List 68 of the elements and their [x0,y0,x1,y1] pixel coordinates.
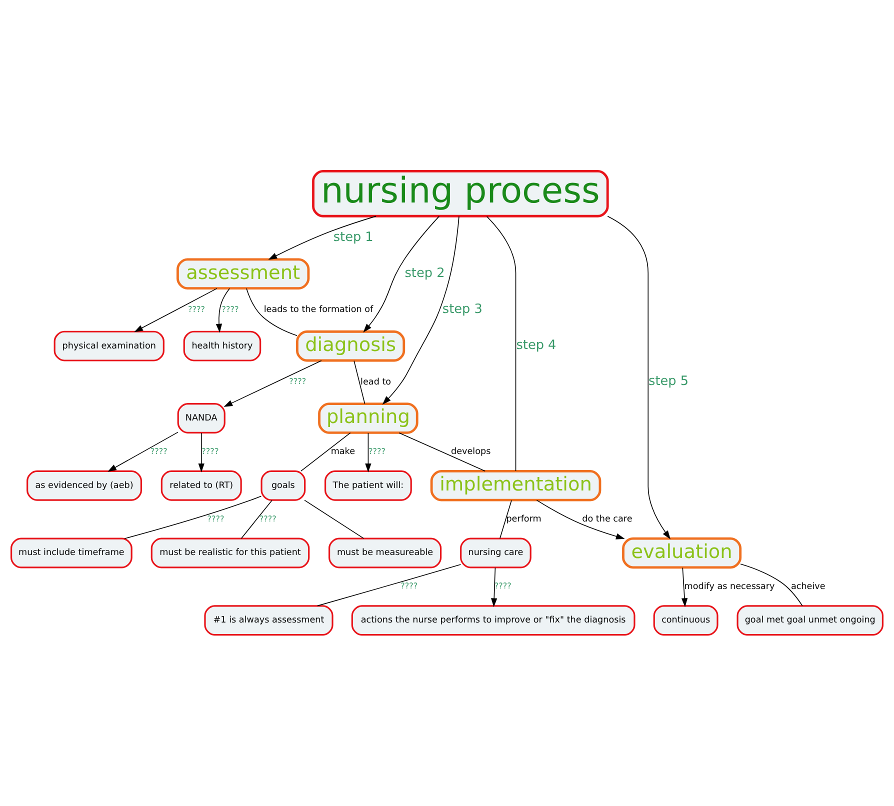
arrow [363,216,440,332]
edge-label: acheive [790,582,826,592]
edge-label: ???? [494,582,512,591]
edge-label: step 3 [442,302,482,318]
edge-label: ???? [222,304,239,314]
edge-label: modify as necessary [684,582,775,592]
node-box: The patient will: [324,470,412,501]
edge-label: leads to the formation of [264,305,374,316]
node-box: as evidenced by (aeb) [26,470,142,501]
edge-label: step 4 [516,338,556,354]
connector [486,216,516,472]
arrow [365,432,372,472]
node-box: goals [260,470,306,501]
arrow [681,567,688,608]
node-box: nursing care [460,538,532,568]
connector [240,500,272,539]
node-box: diagnosis [296,330,406,362]
node-box: evaluation [622,537,742,569]
edge-label: ???? [207,514,224,524]
arrow [268,216,376,260]
node-box: physical examination [54,330,164,362]
edge-label: step 2 [404,266,445,281]
node-box: nursing process [312,170,609,218]
connector [317,564,462,606]
node-box: assessment [176,258,310,290]
edge-label: make [330,447,356,458]
connector [300,432,351,472]
edge-label: ???? [368,446,386,456]
edge-label: step 1 [333,230,374,245]
node-box: planning [318,402,418,434]
node-box: NANDA [177,403,226,434]
node-box: implementation [430,470,602,502]
edge-label: perform [506,514,542,525]
edge-label: ???? [259,514,276,524]
connector [124,496,262,539]
connector [740,564,803,606]
connector [500,500,512,539]
node-box: continuous [653,605,718,636]
edge-label: ???? [150,446,168,456]
arrow [198,432,204,472]
edge-label: step 5 [648,374,689,390]
edge-label: ???? [289,377,306,386]
node-box: goal met goal unmet ongoing [736,605,884,636]
edge-label: lead to [360,377,392,388]
node-box: must be measureable [328,538,442,568]
node-box: must include timeframe [10,538,132,568]
node-box: health history [183,330,262,362]
arrow [108,432,178,472]
node-box: related to (RT) [160,470,242,501]
edge-label: ???? [202,446,219,456]
node-box: actions the nurse performs to improve or "fix" the diagnosis [351,605,636,636]
arrow [134,288,218,332]
node-box: must be realistic for this patient [150,538,310,568]
connector [354,360,366,404]
node-box: #1 is always assessment [204,605,334,636]
arrow [536,500,625,540]
arrow [491,567,498,608]
arrow [607,216,671,540]
arrow [382,216,460,405]
connector [304,500,364,539]
arrow [224,360,322,407]
edge-label: ???? [188,304,206,314]
edge-label: do the care [582,514,632,525]
connector [398,432,486,472]
edge-label: ???? [400,582,418,591]
arrow [216,288,230,333]
connector [246,288,298,336]
edge-label: develops [451,447,491,458]
